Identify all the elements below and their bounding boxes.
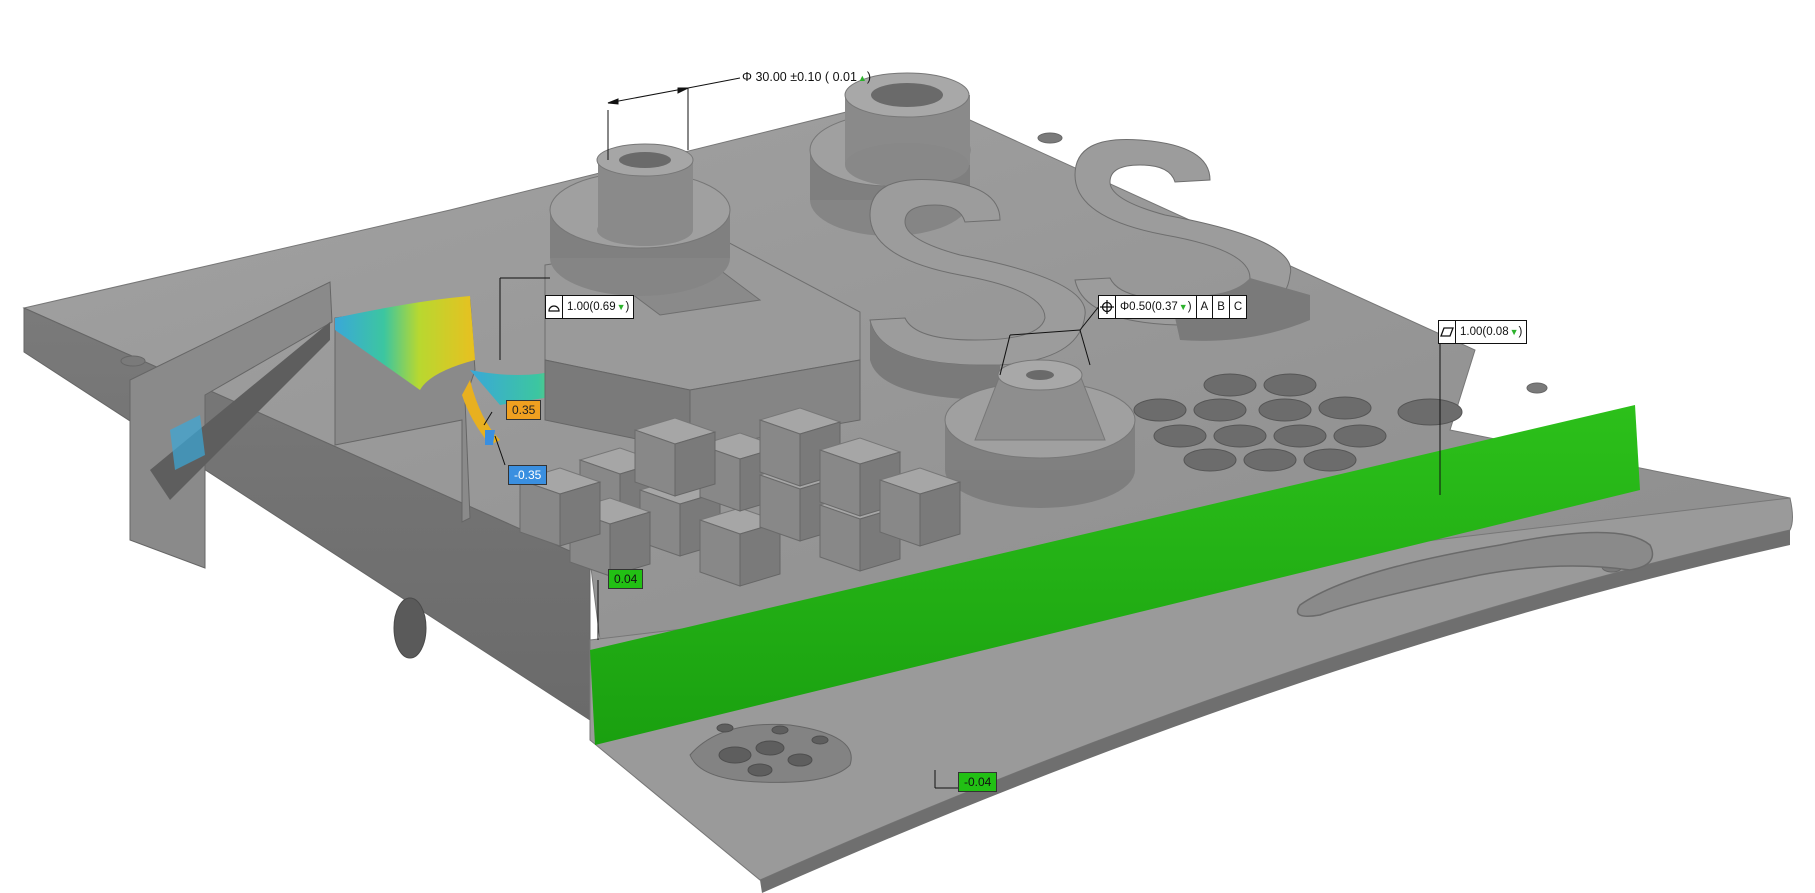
position-measured: (0.37: [1151, 301, 1178, 313]
diameter-measured: 0.01: [832, 70, 857, 84]
deviation-label-orange[interactable]: 0.35: [506, 400, 542, 420]
s-letter-left[interactable]: [869, 178, 1086, 400]
hole: [1258, 398, 1312, 422]
hole: [771, 725, 789, 735]
diameter-nominal: 30.00: [755, 70, 787, 84]
in-tolerance-surface: [590, 405, 1640, 745]
tolerance-ok-icon: ▼: [616, 302, 626, 312]
datum-c: C: [1228, 296, 1246, 318]
cylinder-boss-small[interactable]: [549, 143, 731, 296]
hole: [1203, 373, 1257, 397]
diameter-symbol: Φ: [742, 70, 752, 84]
diameter-measured-close: ): [866, 70, 872, 84]
hole: [1243, 448, 1297, 472]
profile-fcf[interactable]: 1.00 (0.69▼): [545, 295, 635, 319]
profile-value: 1.00: [567, 301, 590, 313]
hole-pattern: [1133, 373, 1463, 472]
diameter-dimension[interactable]: Φ 30.00 ±0.10 ( 0.01▲): [742, 70, 871, 84]
cube: [518, 467, 602, 547]
position-value: Φ0.50: [1120, 301, 1152, 313]
hole: [1318, 396, 1372, 420]
hole: [1213, 424, 1267, 448]
position-icon: [1099, 296, 1115, 318]
deviation-label-green-bottom[interactable]: -0.04: [958, 772, 998, 792]
hole: [811, 735, 829, 745]
hole: [1303, 448, 1357, 472]
hole-cluster-bottom: [689, 723, 852, 783]
datum-b: B: [1212, 296, 1229, 318]
hole: [1153, 424, 1207, 448]
cube: [633, 417, 717, 497]
diameter-measured-open: (: [824, 70, 830, 84]
profile-of-surface-icon: [546, 296, 562, 318]
cone-boss[interactable]: [944, 359, 1136, 508]
hole: [1273, 424, 1327, 448]
hole: [1133, 398, 1187, 422]
deviation-label-green-top[interactable]: 0.04: [608, 569, 644, 589]
hole: [1263, 373, 1317, 397]
hole: [1183, 448, 1237, 472]
cube-array[interactable]: [518, 407, 962, 587]
diameter-tolerance: ±0.10: [790, 70, 822, 84]
flatness-icon: [1439, 321, 1455, 343]
position-fcf[interactable]: Φ0.50 (0.37▼) A B C: [1098, 295, 1248, 319]
hole: [787, 753, 813, 767]
hole: [747, 763, 773, 777]
deviation-label-blue[interactable]: -0.35: [508, 465, 548, 485]
hole: [755, 740, 785, 756]
hole: [1397, 398, 1463, 426]
curved-slot: [1296, 531, 1654, 617]
side-hole: [393, 597, 427, 659]
hole: [716, 723, 734, 733]
tolerance-ok-icon: ▲: [857, 73, 867, 83]
profile-measured: (0.69: [589, 301, 616, 313]
hole: [1193, 398, 1247, 422]
tolerance-ok-icon: ▼: [1509, 327, 1519, 337]
hole: [718, 746, 752, 764]
flatness-value: 1.00: [1460, 326, 1483, 338]
flatness-fcf[interactable]: 1.00 (0.08▼): [1438, 320, 1528, 344]
hole: [1333, 424, 1387, 448]
cube: [878, 467, 962, 547]
datum-a: A: [1195, 296, 1213, 318]
dimension-lines: [483, 77, 1441, 789]
flatness-measured: (0.08: [1482, 326, 1509, 338]
tolerance-ok-icon: ▼: [1178, 302, 1188, 312]
